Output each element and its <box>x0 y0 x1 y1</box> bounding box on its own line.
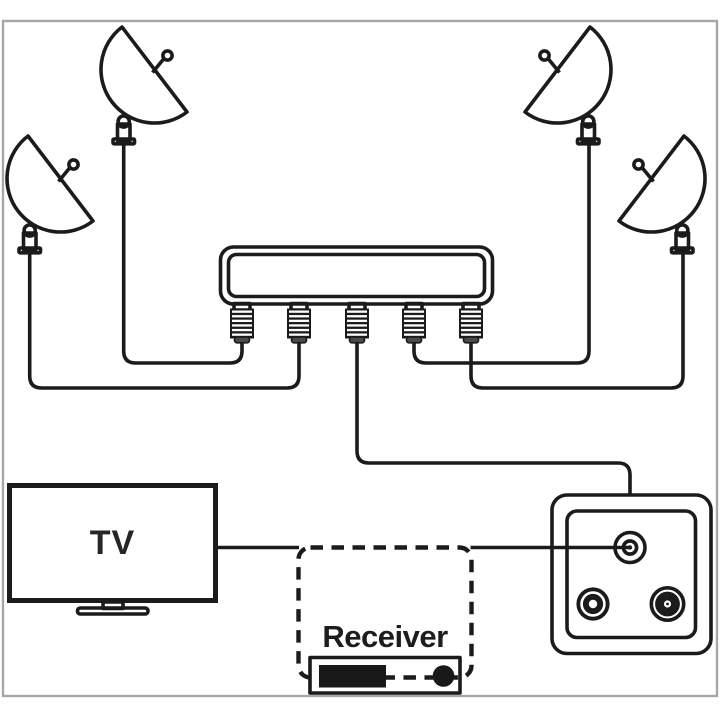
cable-connector-4-to-dish-top-right <box>412 142 591 365</box>
f-connector-5 <box>459 301 483 344</box>
multiswitch-inner-panel <box>226 252 487 299</box>
wall-outlet-plate <box>550 493 713 656</box>
outlet-radio-port <box>649 585 686 622</box>
image-frame <box>1 19 719 698</box>
tv-label: TV <box>89 523 136 562</box>
satellite-dish-far-right <box>617 134 707 255</box>
satellite-dish-top-left <box>99 25 189 146</box>
f-connector-3 <box>345 301 369 344</box>
tv: TV <box>7 483 218 603</box>
wall-outlet <box>470 493 713 656</box>
receiver-device <box>308 655 462 695</box>
cable-connector-5-to-dish-far-right <box>469 251 685 390</box>
outlet-tv-port <box>576 587 610 621</box>
receiver-label: Receiver <box>322 619 448 654</box>
multiswitch <box>218 245 495 344</box>
outlet-sat-port <box>613 530 647 565</box>
f-connector-1 <box>230 301 254 344</box>
satellite-dish-far-left <box>5 134 95 255</box>
cable-dish-far-left-to-connector-2 <box>27 251 301 390</box>
cable-connector-3-to-wall-outlet <box>355 338 632 496</box>
satellite-dish-top-right <box>523 25 613 146</box>
receiver-display <box>319 665 386 688</box>
wall-outlet-inner-plate <box>565 509 698 640</box>
cable-dish-top-left-to-connector-1 <box>121 142 244 365</box>
f-connector-2 <box>287 301 311 344</box>
tv-stand <box>75 600 150 616</box>
f-connector-4 <box>402 301 426 344</box>
receiver <box>296 545 474 695</box>
receiver-knob <box>432 665 455 687</box>
